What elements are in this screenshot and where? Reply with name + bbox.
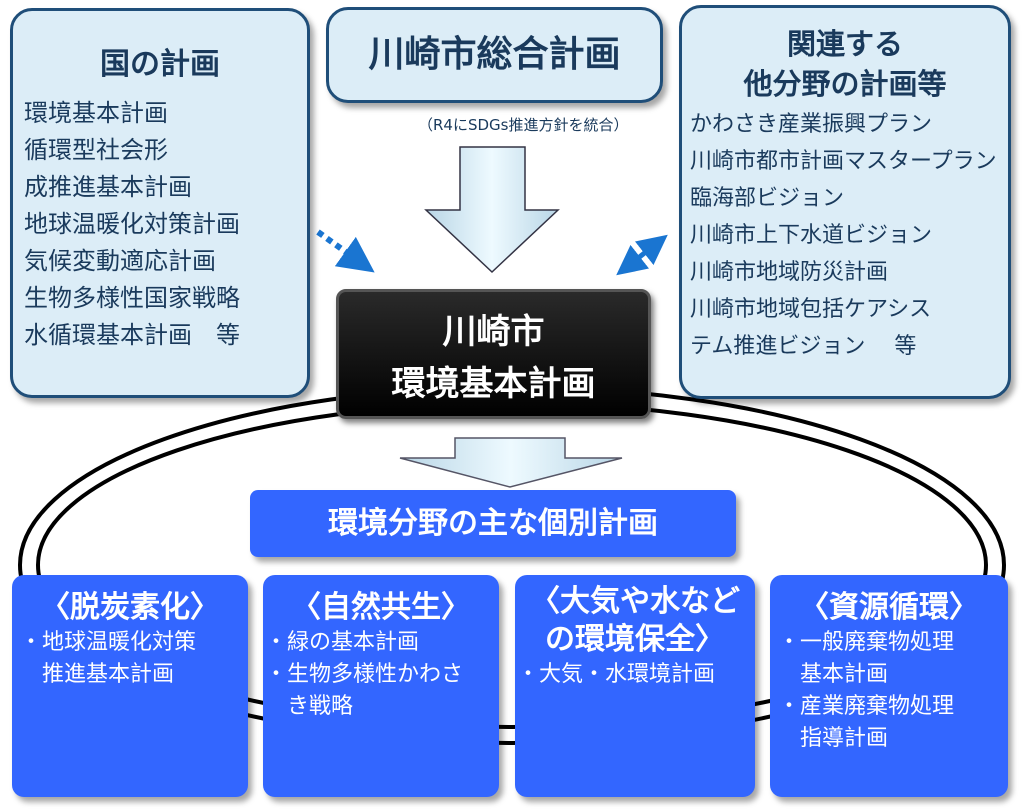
category-title: 〈脱炭素化〉 <box>40 590 220 625</box>
list-item: き戦略 <box>265 694 354 719</box>
double-arrow <box>616 234 668 276</box>
city-comprehensive-plan-title: 川崎市総合計画 <box>368 34 621 75</box>
core-line-2: 環境基本計画 <box>391 364 596 404</box>
category-title: 〈自然共生〉 <box>291 590 471 625</box>
related-plans-title-1: 関連する <box>786 27 903 61</box>
list-item: 成推進基本計画 <box>24 173 192 201</box>
list-item: 循環型社会形 <box>24 136 168 164</box>
list-item: ・緑の基本計画 <box>265 630 420 655</box>
list-item: ・地球温暖化対策 <box>20 630 197 655</box>
related-plans-title-2: 他分野の計画等 <box>743 67 947 101</box>
national-plans-title: 国の計画 <box>100 47 220 82</box>
city-comprehensive-plan-box: 川崎市総合計画 <box>326 7 663 103</box>
category-title: 〈大気や水など <box>530 584 740 619</box>
individual-plans-banner: 環境分野の主な個別計画 <box>250 490 736 557</box>
category-resource-circulation: 〈資源循環〉 ・一般廃棄物処理 基本計画 ・産業廃棄物処理 指導計画 <box>770 575 1008 797</box>
category-title: 〈資源循環〉 <box>799 590 979 625</box>
core-line-1: 川崎市 <box>442 312 545 352</box>
related-plans-box: 関連する 他分野の計画等 かわさき産業振興プラン 川崎市都市計画マスタープラン … <box>679 5 1011 399</box>
category-title-2: の環境保全〉 <box>545 622 725 657</box>
list-item: 基本計画 <box>778 662 889 687</box>
banner-text: 環境分野の主な個別計画 <box>328 506 658 541</box>
list-item: 推進基本計画 <box>20 662 175 687</box>
national-plans-list: 環境基本計画 循環型社会形 成推進基本計画 地球温暖化対策計画 気候変動適応計画… <box>24 95 307 354</box>
list-item: ・大気・水環境計画 <box>517 662 716 687</box>
category-decarbonization: 〈脱炭素化〉 ・地球温暖化対策 推進基本計画 <box>12 575 248 797</box>
city-plan-note: （R4にSDGs推進方針を統合） <box>418 116 629 134</box>
environment-basic-plan-box: 川崎市 環境基本計画 <box>336 289 651 419</box>
down-arrow-large <box>424 146 560 274</box>
list-item: 川崎市都市計画マスタープラン <box>690 149 997 174</box>
list-item: ・産業廃棄物処理 <box>778 694 955 719</box>
related-plans-list: かわさき産業振興プラン 川崎市都市計画マスタープラン 臨海部ビジョン 川崎市上下… <box>690 106 1008 365</box>
national-plans-box: 国の計画 環境基本計画 循環型社会形 成推進基本計画 地球温暖化対策計画 気候変… <box>10 8 310 398</box>
list-item: 生物多様性国家戦略 <box>24 284 240 312</box>
list-item: 川崎市地域包括ケアシス <box>690 297 932 322</box>
list-item: ・生物多様性かわさ <box>265 662 464 687</box>
list-item: 水循環基本計画 等 <box>24 321 240 349</box>
list-item: ・一般廃棄物処理 <box>778 630 955 655</box>
list-item: 指導計画 <box>778 726 889 751</box>
category-air-water-conservation: 〈大気や水など の環境保全〉 ・大気・水環境計画 <box>515 575 755 797</box>
category-nature-coexistence: 〈自然共生〉 ・緑の基本計画 ・生物多様性かわさ き戦略 <box>263 575 499 797</box>
list-item: 川崎市上下水道ビジョン <box>690 223 933 248</box>
list-item: 地球温暖化対策計画 <box>24 210 240 238</box>
list-item: テム推進ビジョン 等 <box>690 334 917 359</box>
list-item: 川崎市地域防災計画 <box>690 260 889 285</box>
list-item: 気候変動適応計画 <box>24 247 216 275</box>
list-item: 環境基本計画 <box>24 99 168 127</box>
dotted-arrow <box>316 229 375 273</box>
list-item: 臨海部ビジョン <box>690 186 845 211</box>
list-item: かわさき産業振興プラン <box>690 112 933 137</box>
